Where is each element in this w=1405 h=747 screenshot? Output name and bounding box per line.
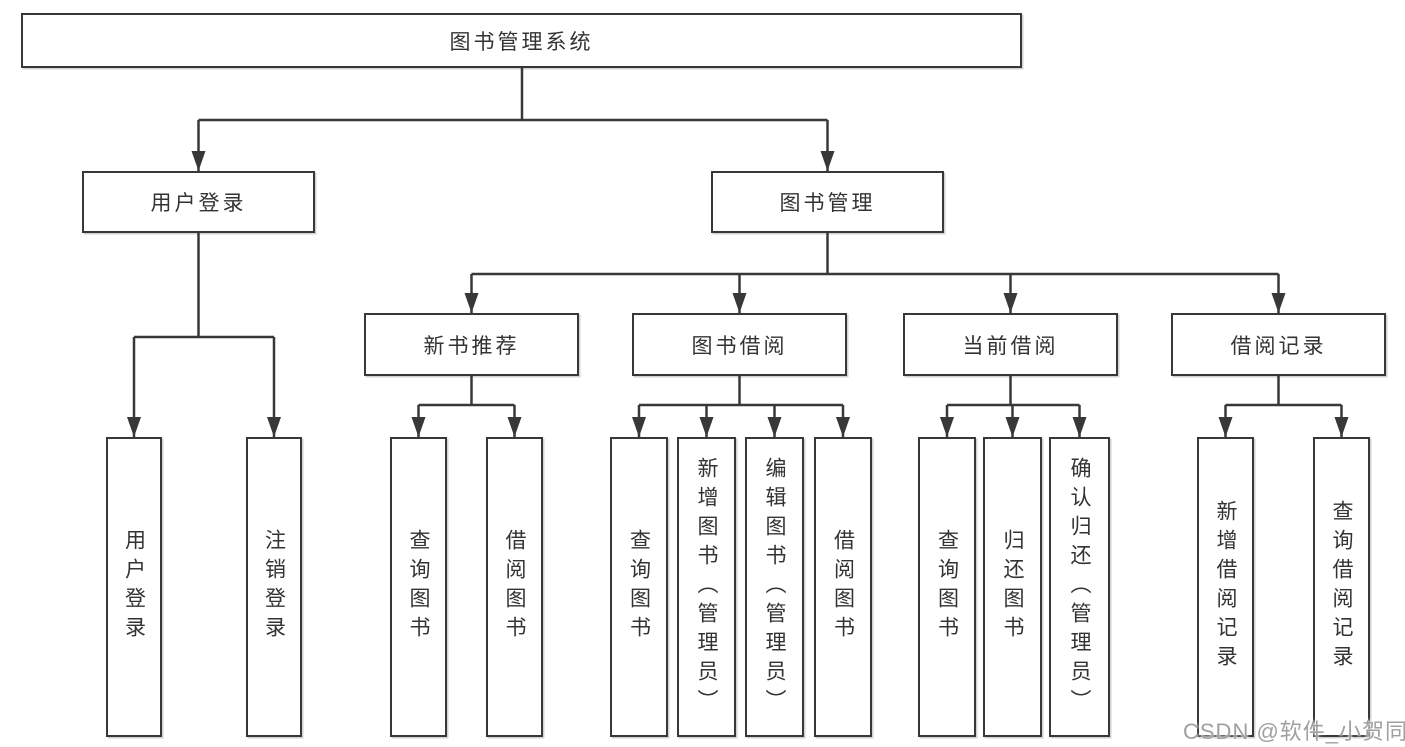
- node-user-login-label: 用户登录: [150, 192, 247, 215]
- leaf-query-books-1: 查询图书: [390, 437, 447, 737]
- node-current-borrowing: 当前借阅: [903, 313, 1118, 376]
- leaf-return-book: 归还图书: [983, 437, 1042, 737]
- leaf-borrow-books-1-label: 借阅图书: [503, 529, 526, 645]
- csdn-watermark: CSDN @软件_小贺同学: [1183, 719, 1405, 744]
- leaf-borrow-books-2-label: 借阅图书: [831, 529, 855, 645]
- leaf-add-book-admin-label: 新增图书（管理员）: [695, 456, 718, 718]
- leaf-borrow-books-1: 借阅图书: [486, 437, 543, 737]
- node-current-borrowing-label: 当前借阅: [962, 334, 1059, 358]
- leaf-logout: 注销登录: [246, 437, 302, 737]
- node-book-borrowing-label: 图书借阅: [691, 334, 788, 358]
- leaf-query-books-1-label: 查询图书: [407, 529, 430, 645]
- leaf-query-books-2: 查询图书: [610, 437, 668, 737]
- leaf-add-book-admin: 新增图书（管理员）: [677, 437, 736, 737]
- node-borrowing-records: 借阅记录: [1171, 313, 1386, 376]
- leaf-logout-label: 注销登录: [262, 529, 286, 645]
- leaf-query-borrow-record: 查询借阅记录: [1313, 437, 1370, 737]
- leaf-user-login-label: 用户登录: [122, 529, 146, 645]
- leaf-return-book-label: 归还图书: [1001, 529, 1024, 645]
- node-new-book-recommend: 新书推荐: [364, 313, 579, 376]
- leaf-query-books-2-label: 查询图书: [627, 529, 651, 645]
- connector-paths: [132, 68, 1343, 437]
- node-book-borrowing: 图书借阅: [632, 313, 847, 376]
- node-library-system: 图书管理系统: [21, 13, 1022, 68]
- leaf-confirm-return-admin-label: 确认归还（管理员）: [1068, 456, 1091, 718]
- leaf-confirm-return-admin: 确认归还（管理员）: [1049, 437, 1110, 737]
- leaf-query-books-3: 查询图书: [918, 437, 976, 737]
- leaf-add-borrow-record: 新增借阅记录: [1197, 437, 1254, 737]
- node-library-system-label: 图书管理系统: [449, 30, 594, 54]
- leaf-edit-book-admin-label: 编辑图书（管理员）: [763, 456, 786, 718]
- leaf-add-borrow-record-label: 新增借阅记录: [1214, 500, 1237, 674]
- leaf-query-books-3-label: 查询图书: [935, 529, 959, 645]
- node-book-management-label: 图书管理: [779, 192, 876, 215]
- leaf-borrow-books-2: 借阅图书: [814, 437, 872, 737]
- leaf-query-borrow-record-label: 查询借阅记录: [1330, 500, 1353, 674]
- node-book-management: 图书管理: [711, 171, 944, 233]
- node-new-book-recommend-label: 新书推荐: [423, 334, 520, 358]
- node-borrowing-records-label: 借阅记录: [1230, 334, 1327, 358]
- node-user-login: 用户登录: [82, 171, 315, 233]
- leaf-edit-book-admin: 编辑图书（管理员）: [745, 437, 804, 737]
- leaf-user-login: 用户登录: [106, 437, 162, 737]
